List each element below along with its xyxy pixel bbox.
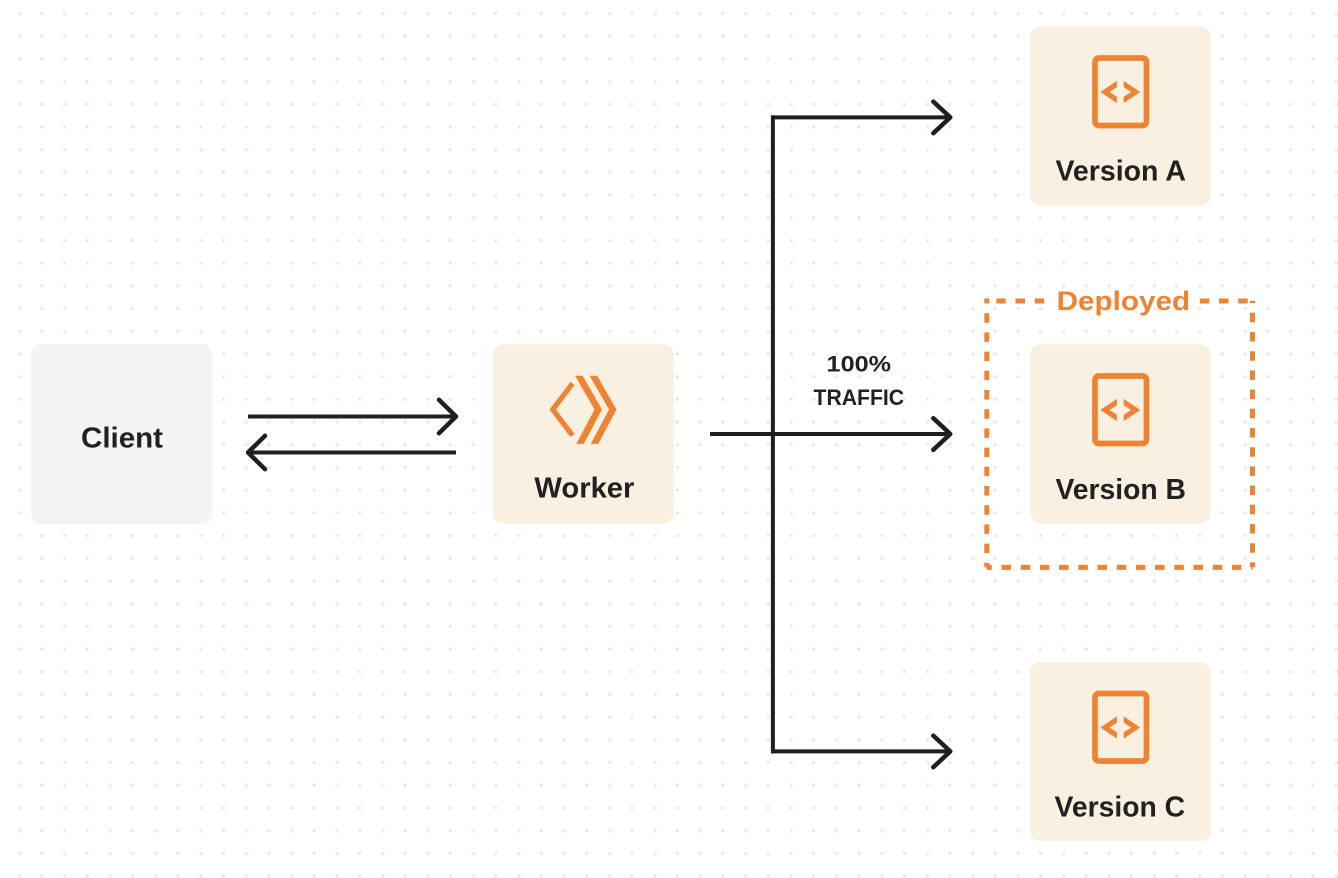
svg-text:Worker: Worker xyxy=(534,472,634,504)
svg-text:Deployed: Deployed xyxy=(1057,286,1191,316)
svg-text:Version B: Version B xyxy=(1055,474,1186,506)
svg-text:Version C: Version C xyxy=(1055,791,1186,823)
svg-text:Client: Client xyxy=(81,423,163,455)
svg-text:100%: 100% xyxy=(827,352,892,377)
svg-text:TRAFFIC: TRAFFIC xyxy=(814,385,905,410)
svg-text:Version A: Version A xyxy=(1055,155,1186,187)
